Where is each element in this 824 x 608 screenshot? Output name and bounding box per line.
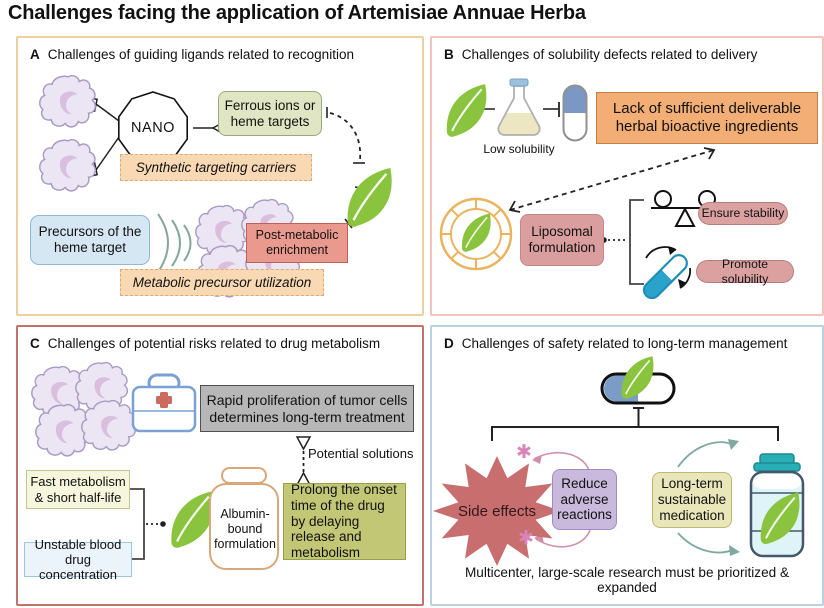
promote-solubility-pill: Promote solubility xyxy=(696,257,794,286)
ferrous-targets-box: Ferrous ions or heme targets xyxy=(218,91,322,136)
ensure-stability-pill: Ensure stability xyxy=(698,202,788,225)
lack-ingredients-box: Lack of sufficient deliverable herbal bi… xyxy=(596,92,818,144)
rapid-proliferation-box: Rapid proliferation of tumor cells deter… xyxy=(200,385,414,432)
herb-leaf-icon xyxy=(346,166,393,228)
post-metabolic-box: Post-metabolic enrichment xyxy=(246,223,348,263)
liposomal-formulation-box: Liposomal formulation xyxy=(520,214,604,266)
side-effects-starburst xyxy=(433,456,561,566)
asterisk-icon: ✱ xyxy=(516,442,532,463)
asterisk-icon: ✱ xyxy=(518,528,534,549)
capsule-icon xyxy=(562,84,588,142)
potential-solutions-label: Potential solutions xyxy=(308,446,414,461)
panel-b-letter: B xyxy=(444,47,454,62)
precursors-box: Precursors of the heme target xyxy=(30,215,150,265)
flask-icon xyxy=(497,78,541,136)
test-tube-icon xyxy=(642,246,692,300)
unstable-blood-box: Unstable blood drug concentration xyxy=(24,537,132,582)
panel-a-letter: A xyxy=(30,47,40,62)
metabolic-utilization-label: Metabolic precursor utilization xyxy=(120,269,324,296)
tumor-cell-icon xyxy=(39,138,97,192)
reduce-reactions-box: Reduce adverse reactions xyxy=(552,469,617,530)
herb-leaf-icon xyxy=(620,355,655,400)
fast-metabolism-box: Fast metabolism & short half-life xyxy=(26,470,130,509)
bottle-icon xyxy=(209,467,279,570)
side-effects-label: Side effects xyxy=(457,503,537,520)
first-aid-kit-icon xyxy=(131,373,197,433)
prolong-onset-box: Prolong the onset time of the drug by de… xyxy=(283,482,406,560)
panel-d-footer: Multicenter, large-scale research must b… xyxy=(464,565,790,595)
herb-jar-icon xyxy=(749,453,805,558)
panel-c-letter: C xyxy=(30,336,40,351)
figure-title: Challenges facing the application of Art… xyxy=(8,2,586,24)
panel-d-letter: D xyxy=(444,336,454,351)
low-solubility-label: Low solubility xyxy=(483,142,555,156)
liposome-icon xyxy=(439,197,513,271)
nano-label: NANO xyxy=(131,120,175,136)
herb-leaf-icon xyxy=(445,83,488,138)
tumor-cell-icon xyxy=(39,74,97,128)
synthetic-carriers-label: Synthetic targeting carriers xyxy=(120,154,312,181)
albumin-formulation-label: Albumin-bound formulation xyxy=(214,506,276,551)
longterm-medication-box: Long-term sustainable medication xyxy=(652,472,732,528)
